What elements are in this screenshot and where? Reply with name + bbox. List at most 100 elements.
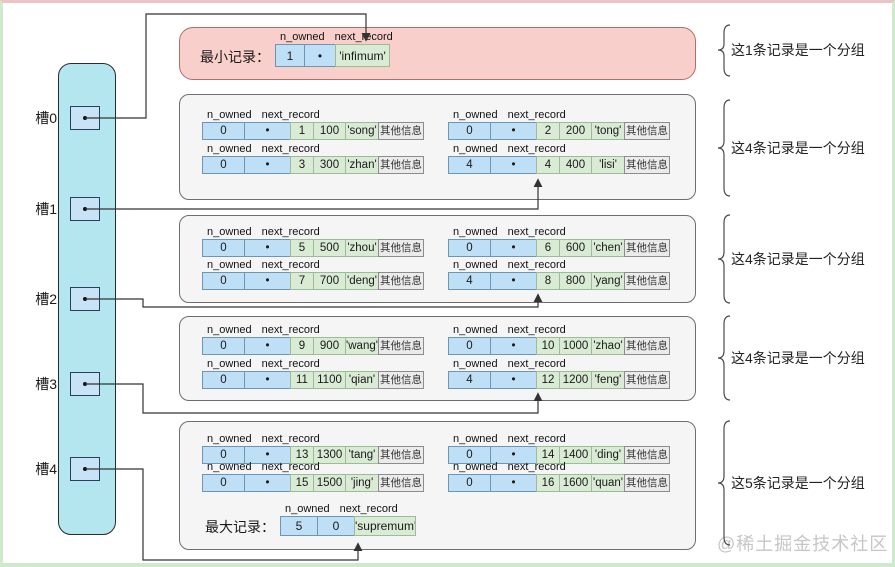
cell-name: 'infimum' (335, 44, 390, 67)
cell-n-owned: 0 (448, 474, 491, 492)
pointer-dot (83, 297, 87, 301)
cell-other-info: 其他信息 (624, 122, 670, 140)
group-annotation: 这5条记录是一个分组 (731, 475, 865, 491)
cell-next-record: • (244, 239, 291, 257)
cell-other-info: 其他信息 (378, 474, 424, 492)
cell-id: 2 (536, 122, 560, 140)
cell-next-record: • (244, 122, 291, 140)
cell-num: 100 (313, 122, 346, 140)
brace-group-0 (717, 24, 731, 77)
cell-name: 'yang' (591, 272, 625, 290)
cell-name: 'tong' (591, 122, 625, 140)
cell-n-owned: 0 (448, 337, 491, 355)
slot-label-0: 槽0 (35, 110, 57, 126)
slot-label-3: 槽3 (35, 376, 57, 392)
cell-next-record: • (244, 474, 291, 492)
group-annotation: 这4条记录是一个分组 (731, 251, 865, 267)
cell-other-info: 其他信息 (378, 337, 424, 355)
cell-id: 9 (290, 337, 314, 355)
pointer-dot (83, 116, 87, 120)
cell-other-info: 其他信息 (378, 272, 424, 290)
cell-num: 200 (559, 122, 592, 140)
cell-other-info: 其他信息 (624, 272, 670, 290)
cell-name: 'chen' (591, 239, 625, 257)
cell-n-owned: 0 (202, 371, 245, 389)
cell-other-info: 其他信息 (624, 337, 670, 355)
cell-n-owned: 0 (202, 474, 245, 492)
cell-num: 1200 (559, 371, 592, 389)
cell-id: 3 (290, 156, 314, 174)
cell-num: 1600 (559, 474, 592, 492)
cell-next-record: • (490, 474, 537, 492)
cell-name: 'lisi' (591, 156, 625, 174)
cell-num: 900 (313, 337, 346, 355)
cell-id: 15 (290, 474, 314, 492)
cell-name: 'song' (345, 122, 379, 140)
cell-name: 'feng' (591, 371, 625, 389)
cell-id: 12 (536, 371, 560, 389)
cell-other-info: 其他信息 (624, 474, 670, 492)
cell-n-owned: 4 (448, 272, 491, 290)
cell-num: 600 (559, 239, 592, 257)
cell-other-info: 其他信息 (624, 239, 670, 257)
cell-id: 6 (536, 239, 560, 257)
cell-n-owned: 0 (202, 272, 245, 290)
cell-name: 'jing' (345, 474, 379, 492)
pointer-dot (83, 382, 87, 386)
cell-num: 800 (559, 272, 592, 290)
cell-n-owned: 0 (448, 239, 491, 257)
cell-num: 300 (313, 156, 346, 174)
cell-next-record: • (490, 156, 537, 174)
cell-n-owned: 4 (448, 371, 491, 389)
cell-num: 400 (559, 156, 592, 174)
cell-name: 'tang' (345, 446, 379, 464)
cell-id: 8 (536, 272, 560, 290)
cell-n-owned: 5 (280, 516, 318, 536)
cell-next-record: • (490, 337, 537, 355)
group-annotation: 这4条记录是一个分组 (731, 140, 865, 156)
group-annotation: 这4条记录是一个分组 (731, 350, 865, 366)
cell-id: 10 (536, 337, 560, 355)
cell-id: 16 (536, 474, 560, 492)
cell-next-record: • (244, 156, 291, 174)
cell-name: 'zhan' (345, 156, 379, 174)
slot-box-0 (70, 106, 100, 130)
cell-n-owned: 0 (202, 156, 245, 174)
cell-other-info: 其他信息 (624, 446, 670, 464)
slot-box-1 (70, 197, 100, 221)
cell-other-info: 其他信息 (378, 239, 424, 257)
watermark: @稀土掘金技术社区 (717, 534, 889, 554)
brace-group-2 (717, 214, 731, 304)
cell-id: 5 (290, 239, 314, 257)
cell-next-record: 0 (317, 516, 355, 536)
cell-name: 'deng' (345, 272, 379, 290)
cell-next-record: • (244, 371, 291, 389)
cell-other-info: 其他信息 (624, 371, 670, 389)
min-record-label: 最小记录： (200, 49, 270, 65)
slot-box-2 (70, 287, 100, 311)
cell-num: 1300 (313, 446, 346, 464)
